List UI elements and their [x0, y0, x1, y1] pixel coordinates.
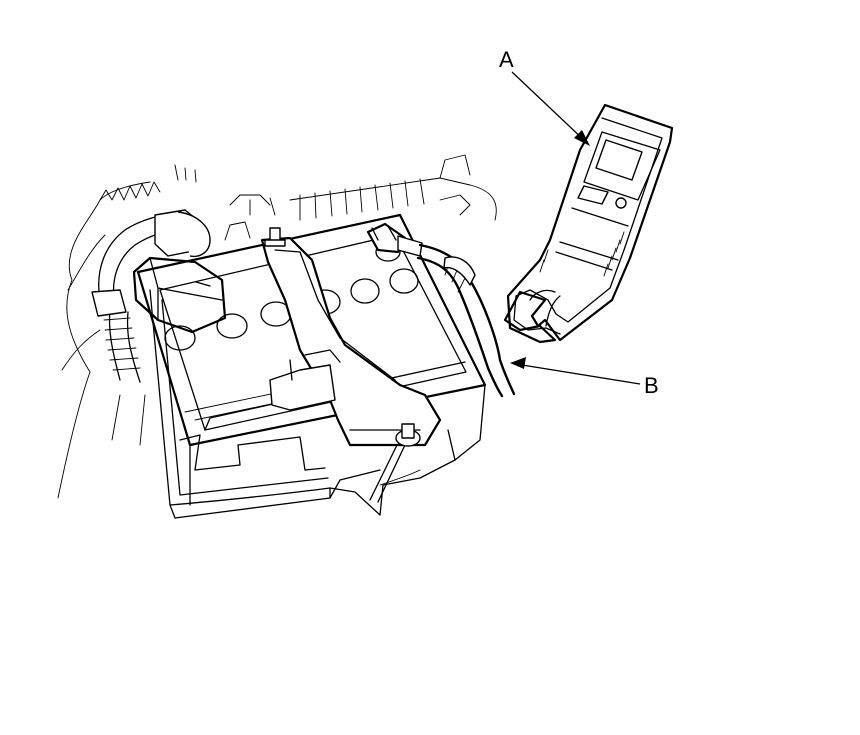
callout-b-leader [510, 357, 641, 385]
hold-down-bracket [260, 227, 442, 503]
battery-terminal [366, 222, 423, 257]
clamp-meter [503, 103, 674, 344]
callout-a-leader [511, 71, 590, 146]
callout-label-b: B [644, 373, 659, 398]
battery-tray [149, 289, 456, 519]
cable-b [416, 243, 516, 398]
engine-bay-outline [57, 154, 497, 499]
wire-harness [91, 209, 227, 446]
callout-label-a: A [499, 47, 514, 72]
